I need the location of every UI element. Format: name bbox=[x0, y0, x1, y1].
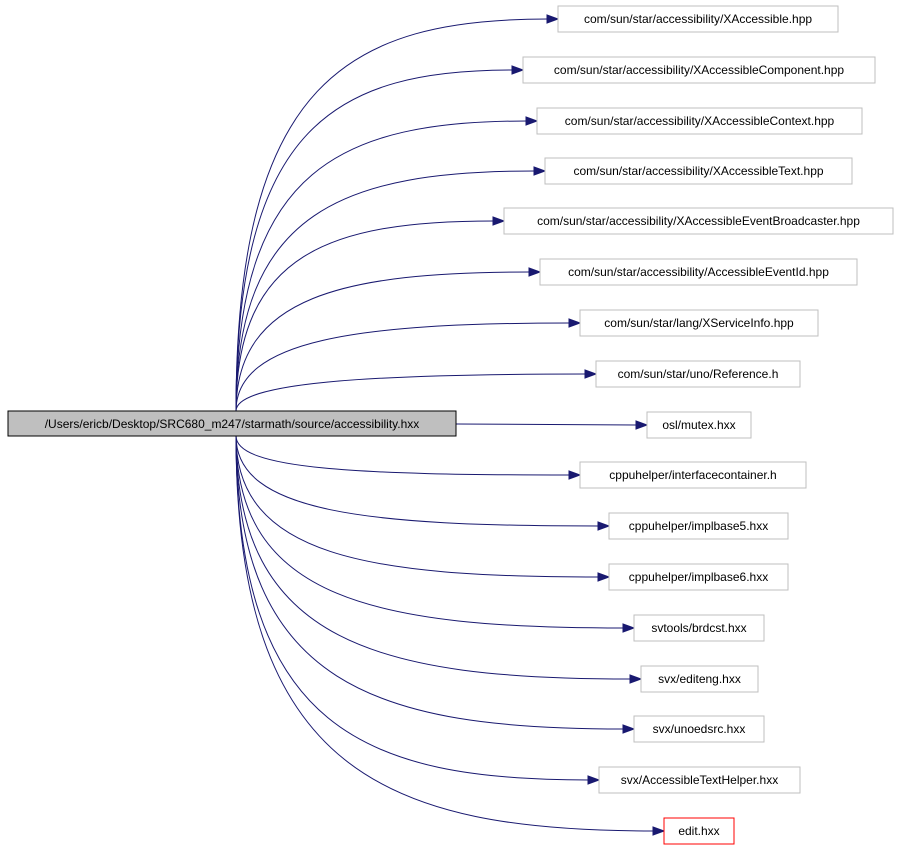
node-com-sun-star-accessibility-xaccessibletext-hpp[interactable]: com/sun/star/accessibility/XAccessibleTe… bbox=[544, 157, 853, 185]
edge-to-com-sun-star-accessibility-xaccessible-hpp bbox=[235, 18, 549, 412]
arrowhead-com-sun-star-accessibility-xaccessibletext-hpp bbox=[533, 166, 547, 176]
arrowhead-com-sun-star-lang-xserviceinfo-hpp bbox=[568, 318, 582, 328]
arrowhead-com-sun-star-accessibility-accessibleeventid-hpp bbox=[528, 267, 542, 277]
arrowhead-osl-mutex-hxx bbox=[635, 420, 649, 430]
node-edit-hxx[interactable]: edit.hxx bbox=[663, 817, 735, 845]
node-label: svx/AccessibleTextHelper.hxx bbox=[621, 773, 778, 787]
node-label: cppuhelper/interfacecontainer.h bbox=[609, 468, 776, 482]
node-label: com/sun/star/accessibility/AccessibleEve… bbox=[568, 265, 829, 279]
node-com-sun-star-accessibility-accessibleeventid-hpp[interactable]: com/sun/star/accessibility/AccessibleEve… bbox=[539, 258, 858, 286]
node-label: svx/unoedsrc.hxx bbox=[653, 722, 746, 736]
arrowhead-cppuhelper-implbase5-hxx bbox=[597, 521, 611, 531]
edges-layer bbox=[235, 14, 666, 836]
edge-to-cppuhelper-implbase5-hxx bbox=[235, 435, 600, 527]
root-node-label: /Users/ericb/Desktop/SRC680_m247/starmat… bbox=[45, 417, 420, 431]
node-label: svtools/brdcst.hxx bbox=[651, 621, 746, 635]
edge-to-svx-accessibletexthelper-hxx bbox=[235, 435, 590, 781]
arrowhead-com-sun-star-accessibility-xaccessiblecontext-hpp bbox=[525, 116, 539, 126]
node-com-sun-star-accessibility-xaccessibleeventbroadcaster-hpp[interactable]: com/sun/star/accessibility/XAccessibleEv… bbox=[503, 207, 894, 235]
node-com-sun-star-uno-reference-h[interactable]: com/sun/star/uno/Reference.h bbox=[595, 360, 801, 388]
node-box bbox=[640, 665, 759, 693]
node-box bbox=[608, 563, 789, 591]
edge-to-osl-mutex-hxx bbox=[455, 423, 638, 426]
edge-to-svx-unoedsrc-hxx bbox=[235, 435, 625, 730]
node-box bbox=[646, 411, 752, 439]
node-osl-mutex-hxx[interactable]: osl/mutex.hxx bbox=[646, 411, 752, 439]
arrowhead-svx-editeng-hxx bbox=[629, 674, 643, 684]
edge-to-cppuhelper-implbase6-hxx bbox=[235, 435, 600, 578]
node-cppuhelper-interfacecontainer-h[interactable]: cppuhelper/interfacecontainer.h bbox=[579, 461, 807, 489]
node-com-sun-star-lang-xserviceinfo-hpp[interactable]: com/sun/star/lang/XServiceInfo.hpp bbox=[579, 309, 819, 337]
node-com-sun-star-accessibility-xaccessiblecontext-hpp[interactable]: com/sun/star/accessibility/XAccessibleCo… bbox=[536, 107, 863, 135]
edge-to-com-sun-star-accessibility-xaccessibleeventbroadcaster-hpp bbox=[235, 220, 495, 412]
root-node-box bbox=[7, 410, 457, 437]
arrowhead-com-sun-star-accessibility-xaccessibleeventbroadcaster-hpp bbox=[492, 216, 506, 226]
nodes-layer: /Users/ericb/Desktop/SRC680_m247/starmat… bbox=[7, 5, 894, 845]
edge-to-cppuhelper-interfacecontainer-h bbox=[235, 435, 571, 476]
node-svtools-brdcst-hxx[interactable]: svtools/brdcst.hxx bbox=[633, 614, 765, 642]
edge-to-com-sun-star-accessibility-accessibleeventid-hpp bbox=[235, 271, 531, 412]
node-label: edit.hxx bbox=[678, 824, 719, 838]
node-box bbox=[598, 766, 801, 794]
node-box bbox=[633, 715, 765, 743]
node-com-sun-star-accessibility-xaccessiblecomponent-hpp[interactable]: com/sun/star/accessibility/XAccessibleCo… bbox=[522, 56, 876, 84]
arrowhead-cppuhelper-interfacecontainer-h bbox=[568, 470, 582, 480]
node-box bbox=[608, 512, 789, 540]
arrowhead-com-sun-star-accessibility-xaccessible-hpp bbox=[546, 14, 560, 24]
node-svx-accessibletexthelper-hxx[interactable]: svx/AccessibleTextHelper.hxx bbox=[598, 766, 801, 794]
node-box bbox=[536, 107, 863, 135]
edge-to-com-sun-star-accessibility-xaccessiblecontext-hpp bbox=[235, 120, 528, 412]
arrowhead-cppuhelper-implbase6-hxx bbox=[597, 572, 611, 582]
edge-to-com-sun-star-uno-reference-h bbox=[235, 373, 587, 412]
node-label: com/sun/star/accessibility/XAccessible.h… bbox=[584, 12, 812, 26]
node-box bbox=[539, 258, 858, 286]
arrowhead-svx-accessibletexthelper-hxx bbox=[587, 775, 601, 785]
node-box bbox=[557, 5, 839, 33]
edge-to-com-sun-star-accessibility-xaccessiblecomponent-hpp bbox=[235, 69, 514, 412]
node-label: cppuhelper/implbase6.hxx bbox=[629, 570, 768, 584]
node-label: com/sun/star/uno/Reference.h bbox=[618, 367, 779, 381]
node-label: com/sun/star/accessibility/XAccessibleCo… bbox=[565, 114, 835, 128]
node-label: cppuhelper/implbase5.hxx bbox=[629, 519, 768, 533]
node-box bbox=[522, 56, 876, 84]
node-box bbox=[633, 614, 765, 642]
arrowhead-com-sun-star-accessibility-xaccessiblecomponent-hpp bbox=[511, 65, 525, 75]
node-com-sun-star-accessibility-xaccessible-hpp[interactable]: com/sun/star/accessibility/XAccessible.h… bbox=[557, 5, 839, 33]
node-label: svx/editeng.hxx bbox=[658, 672, 741, 686]
node-box bbox=[579, 309, 819, 337]
node-box bbox=[595, 360, 801, 388]
node-svx-editeng-hxx[interactable]: svx/editeng.hxx bbox=[640, 665, 759, 693]
node-label: com/sun/star/accessibility/XAccessibleCo… bbox=[554, 63, 844, 77]
edge-to-svtools-brdcst-hxx bbox=[235, 435, 625, 629]
node-cppuhelper-implbase5-hxx[interactable]: cppuhelper/implbase5.hxx bbox=[608, 512, 789, 540]
edge-to-edit-hxx bbox=[235, 435, 655, 832]
node-cppuhelper-implbase6-hxx[interactable]: cppuhelper/implbase6.hxx bbox=[608, 563, 789, 591]
edge-to-com-sun-star-accessibility-xaccessibletext-hpp bbox=[235, 170, 536, 412]
edge-to-com-sun-star-lang-xserviceinfo-hpp bbox=[235, 322, 571, 412]
root-node-accessibility-hxx[interactable]: /Users/ericb/Desktop/SRC680_m247/starmat… bbox=[7, 410, 457, 437]
edge-to-svx-editeng-hxx bbox=[235, 435, 632, 680]
arrowhead-com-sun-star-uno-reference-h bbox=[584, 369, 598, 379]
node-label: com/sun/star/accessibility/XAccessibleEv… bbox=[537, 214, 860, 228]
arrowhead-svtools-brdcst-hxx bbox=[622, 623, 636, 633]
node-svx-unoedsrc-hxx[interactable]: svx/unoedsrc.hxx bbox=[633, 715, 765, 743]
node-box bbox=[579, 461, 807, 489]
node-label: com/sun/star/lang/XServiceInfo.hpp bbox=[604, 316, 794, 330]
node-box bbox=[663, 817, 735, 845]
node-box bbox=[544, 157, 853, 185]
arrowhead-svx-unoedsrc-hxx bbox=[622, 724, 636, 734]
node-label: com/sun/star/accessibility/XAccessibleTe… bbox=[573, 164, 823, 178]
arrowhead-edit-hxx bbox=[652, 826, 666, 836]
node-box bbox=[503, 207, 894, 235]
node-label: osl/mutex.hxx bbox=[662, 418, 735, 432]
